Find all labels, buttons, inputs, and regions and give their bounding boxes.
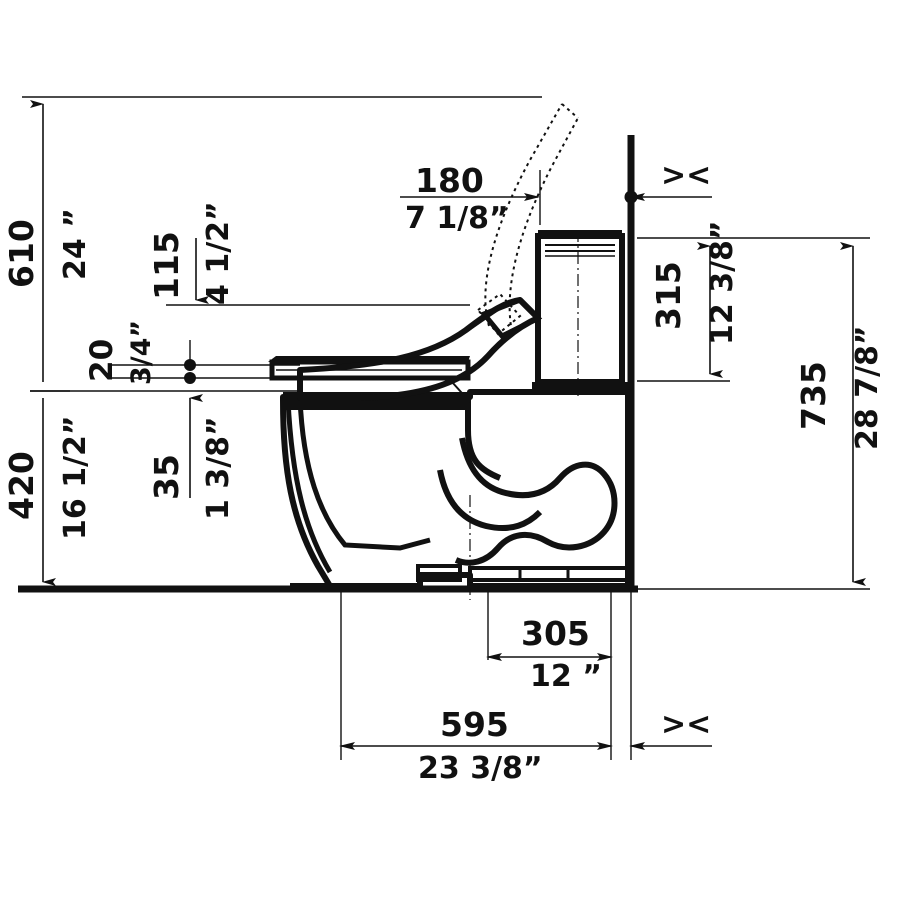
dim-610-imperial: 24 ” xyxy=(58,208,93,280)
extension-lines xyxy=(22,96,870,760)
dimension-tank-height: 315 12 3/8” xyxy=(649,220,740,378)
seat-lid-raised xyxy=(297,297,543,401)
zero-clearance-symbol-top: >< xyxy=(661,158,711,193)
lid-open-dotted xyxy=(476,103,579,336)
seat-thickness-dot-bottom xyxy=(184,372,196,384)
zero-clearance-symbol-bottom: >< xyxy=(661,707,711,742)
dim-315-imperial: 12 3/8” xyxy=(705,220,740,345)
dim-20-imperial: 3/4” xyxy=(126,320,157,385)
dim-735-metric: 735 xyxy=(794,361,833,430)
dim-595-metric: 595 xyxy=(440,705,509,744)
dimension-height-bowl-rim: 420 16 1/2” xyxy=(2,415,93,540)
dimension-overall-height-right: 735 28 7/8” xyxy=(794,242,885,586)
dim-315-metric: 315 xyxy=(649,261,688,330)
toilet-bowl xyxy=(280,389,631,589)
dim-595-imperial: 23 3/8” xyxy=(418,751,543,786)
dim-115-metric: 115 xyxy=(147,231,186,300)
dim-180-imperial: 7 1/8” xyxy=(405,201,509,236)
dim-35-metric: 35 xyxy=(147,454,186,500)
dim-420-imperial: 16 1/2” xyxy=(58,415,93,540)
dimension-depth-overall: 595 23 3/8” xyxy=(339,705,613,786)
zero-clearance-marker-top: >< xyxy=(624,158,712,204)
trapway xyxy=(437,437,618,566)
dimension-rim-offset: 35 1 3/8” xyxy=(147,394,236,520)
dim-305-imperial: 12 ” xyxy=(530,659,602,694)
dimension-lid-open-depth: 180 7 1/8” xyxy=(400,161,540,236)
waste-outlet xyxy=(416,564,630,582)
dim-180-metric: 180 xyxy=(415,161,484,200)
seat-thickness-dot-top xyxy=(184,359,196,371)
dim-735-imperial: 28 7/8” xyxy=(850,325,885,450)
seat-hinge xyxy=(451,309,499,403)
dimension-rough-in: 305 12 ” xyxy=(486,614,613,694)
dim-610-metric: 610 xyxy=(2,219,41,288)
dimension-height-overall: 610 24 ” xyxy=(2,100,93,586)
dim-115-imperial: 4 1/2” xyxy=(201,201,236,305)
dimension-seat-thickness: 20 3/4” xyxy=(84,320,196,385)
dim-305-metric: 305 xyxy=(521,614,590,653)
centerlines xyxy=(469,230,579,600)
zero-clearance-marker-bottom: >< xyxy=(629,707,712,750)
dim-420-metric: 420 xyxy=(2,451,41,520)
dim-35-imperial: 1 3/8” xyxy=(201,416,236,520)
dimension-lid-back-height: 115 4 1/2” xyxy=(147,201,236,305)
dim-20-metric: 20 xyxy=(84,339,120,382)
toilet-tank xyxy=(532,230,628,392)
